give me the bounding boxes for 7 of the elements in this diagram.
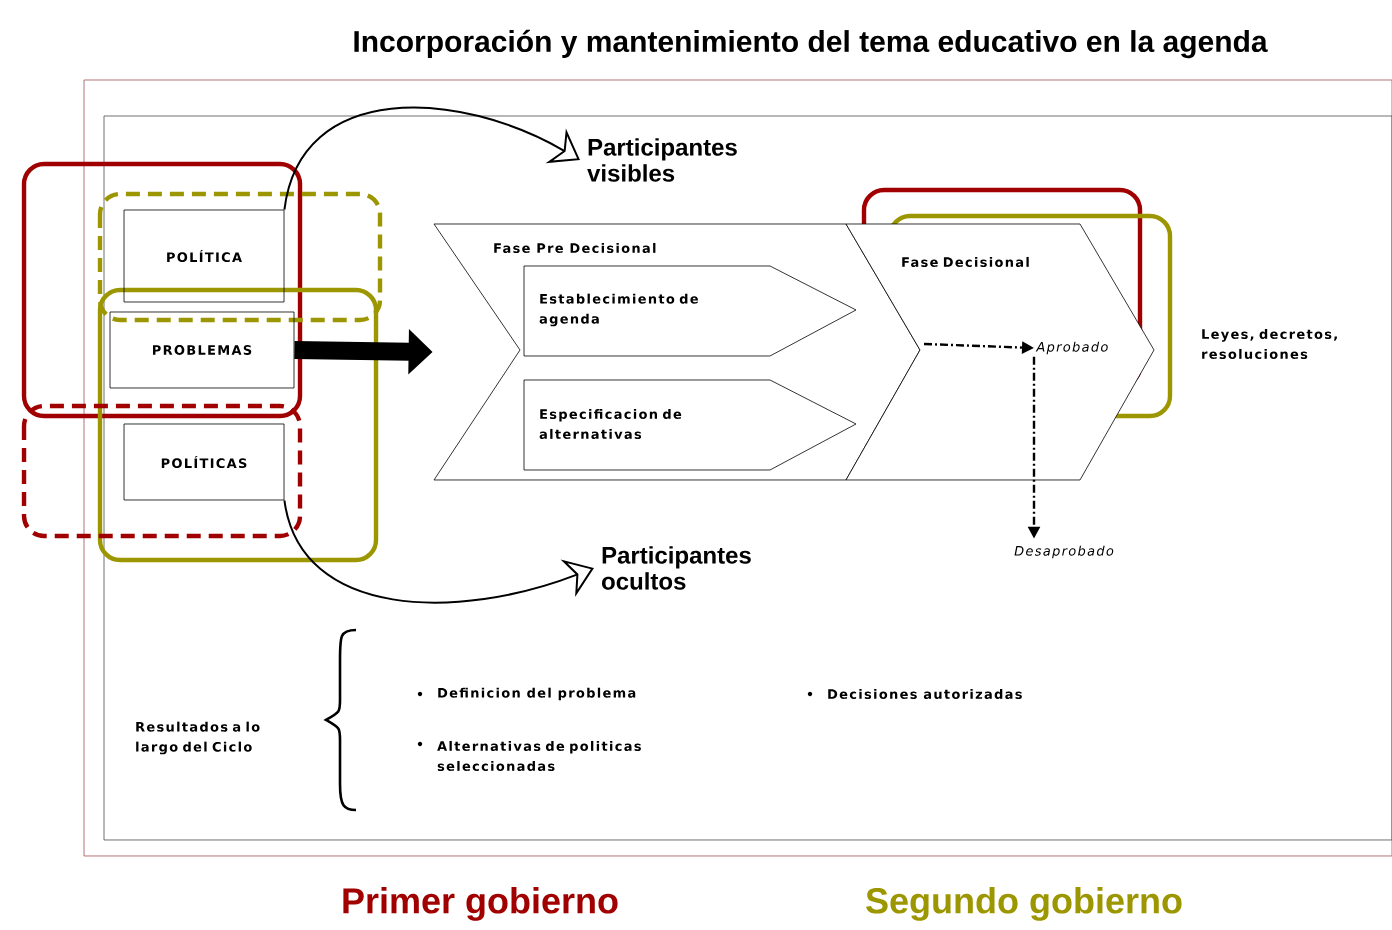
- legend-text: Primer gobierno: [343, 887, 618, 921]
- label-text: Participantes visibles: [587, 138, 737, 182]
- label-text: Participantes ocultos: [602, 546, 751, 590]
- legend-text: Segundo gobierno: [866, 887, 1182, 921]
- arrow: [283, 499, 594, 604]
- arrow: [283, 106, 580, 211]
- title: Incorporación y mantenimiento del tema educativo en la agenda: [354, 29, 1268, 59]
